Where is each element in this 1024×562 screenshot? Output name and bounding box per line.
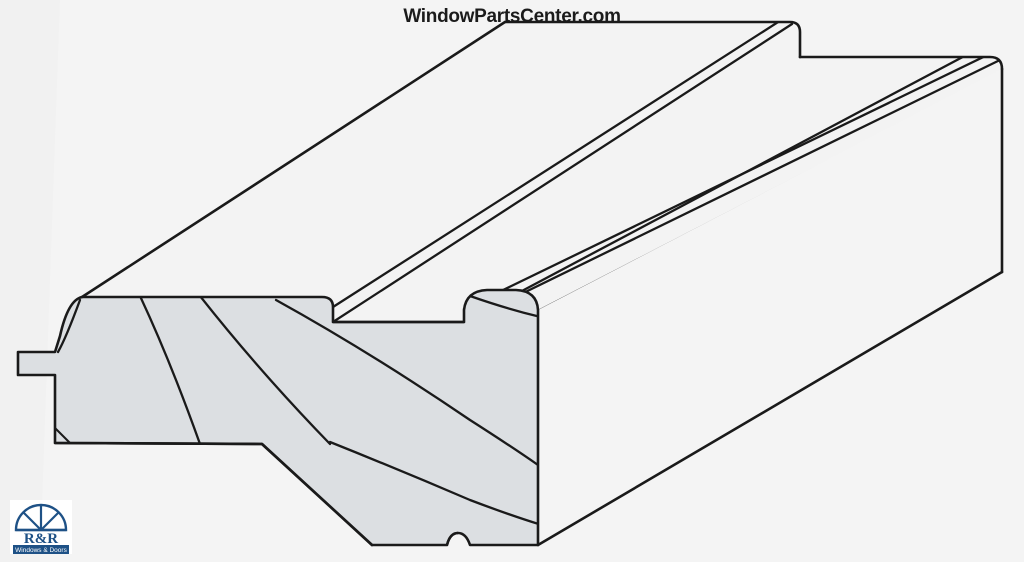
perspective-line (331, 22, 802, 309)
top-back-edge (80, 20, 507, 299)
perspective-line (462, 56, 1002, 322)
cross-section-face (16, 288, 540, 547)
lower-left-edge (260, 442, 374, 547)
logo-initials: R&R (24, 531, 58, 547)
rr-windows-and-doors-logo-mark: R&R Windows & Doors (10, 500, 72, 554)
logo-banner (13, 545, 69, 554)
perspective-line (518, 32, 1002, 294)
grain-line (138, 294, 202, 446)
bottom-back-edge (536, 270, 1004, 547)
grain-line (198, 294, 332, 446)
chamfer-mark (54, 427, 71, 444)
bottom-edge (54, 441, 263, 446)
side-face (538, 69, 1002, 545)
section-grain-lines (56, 294, 538, 528)
fan-window-icon (14, 503, 68, 532)
profile-detail-lines (333, 320, 464, 546)
grain-line (468, 294, 538, 320)
brand-logo: R&R Windows & Doors (10, 500, 72, 554)
logo-tagline: Windows & Doors (15, 547, 67, 554)
perspective-line (331, 22, 794, 322)
grain-line (328, 440, 538, 528)
far-top-edge (503, 20, 802, 59)
grain-line (274, 298, 538, 472)
silhouette-edges (80, 20, 1004, 547)
small-notch (445, 531, 459, 546)
grain-line (56, 298, 82, 354)
far-step-shelf (798, 55, 1004, 71)
